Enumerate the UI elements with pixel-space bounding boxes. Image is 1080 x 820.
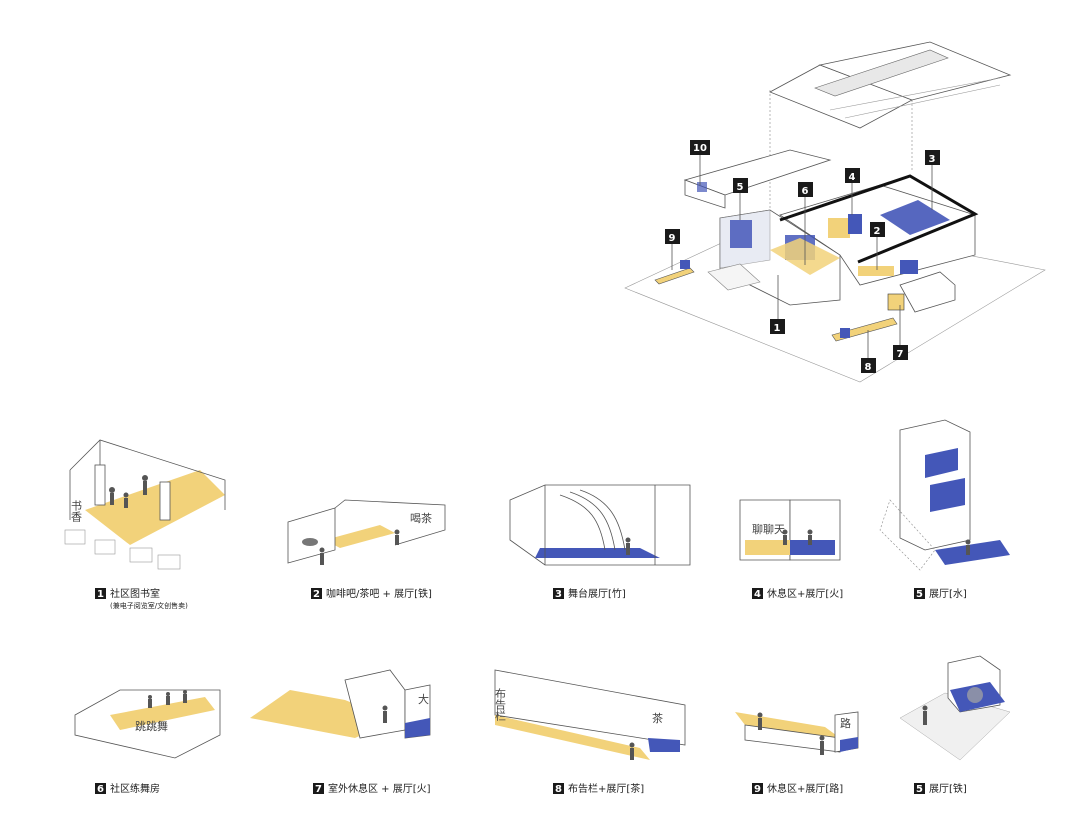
tag-3	[925, 150, 940, 165]
vignette-dance: 跳跳舞	[74, 689, 221, 759]
vignette-stage	[509, 484, 691, 566]
tag-2-text: 2	[874, 226, 881, 237]
svg-text:3: 3	[555, 589, 562, 600]
svg-text:8: 8	[555, 784, 562, 795]
tag-4	[845, 168, 860, 183]
svg-text:2: 2	[313, 589, 320, 600]
roof	[769, 41, 1012, 129]
tag-5-text: 5	[737, 182, 744, 193]
caption-1-sub: (兼电子阅览室/文创售卖)	[110, 601, 188, 610]
notice-sign: 布告栏	[494, 688, 507, 721]
caption-10: 5 展厅[铁]	[914, 782, 967, 795]
tea2-sign: 茶	[652, 712, 663, 725]
tag-9-text: 9	[669, 233, 676, 244]
tag-8-text: 8	[865, 362, 872, 373]
dance-sign: 跳跳舞	[135, 719, 168, 733]
vignette-water	[879, 419, 1010, 571]
svg-text:9: 9	[754, 784, 761, 795]
tag-3-text: 3	[929, 154, 936, 165]
caption-1-text: 社区图书室	[110, 587, 160, 600]
tag-2	[870, 222, 885, 237]
tag-1-text: 1	[774, 323, 781, 334]
tag-9	[665, 229, 680, 244]
caption-9: 9 休息区+展厅[路]	[752, 782, 843, 795]
tag-6	[798, 182, 813, 197]
tag-6-text: 6	[802, 186, 809, 197]
svg-text:5: 5	[916, 589, 923, 600]
caption-5-text: 展厅[水]	[929, 588, 967, 600]
caption-2: 2 咖啡吧/茶吧 + 展厅[铁]	[311, 587, 432, 600]
caption-9-text: 休息区+展厅[路]	[767, 782, 843, 795]
vignette-library: 书香	[64, 439, 226, 570]
main-axonometric: 10 5 6 4 3 2 9 1 8 7	[624, 41, 1046, 383]
caption-7: 7 室外休息区 + 展厅[火]	[313, 782, 431, 795]
vignette-rest: 聊聊天	[739, 499, 841, 561]
tag-5	[733, 178, 748, 193]
svg-text:5: 5	[916, 784, 923, 795]
big-sign: 大	[418, 692, 429, 706]
caption-6-text: 社区练舞房	[110, 782, 160, 795]
caption-3: 3 舞台展厅[竹]	[553, 587, 626, 600]
road-sign: 路	[840, 717, 851, 730]
tag-1	[770, 319, 785, 334]
tea-sign: 喝茶	[410, 512, 432, 525]
vignette-outdoor: 大	[250, 669, 431, 739]
number-tags: 10 5 6 4 3 2 9 1 8 7	[665, 140, 940, 373]
tag-10-text: 10	[693, 143, 707, 154]
vignette-road: 路	[735, 711, 859, 755]
caption-5: 5 展厅[水]	[914, 588, 967, 600]
caption-10-text: 展厅[铁]	[929, 782, 967, 795]
tag-4-text: 4	[849, 172, 856, 183]
chat-sign: 聊聊天	[752, 522, 785, 536]
tag-7	[893, 345, 908, 360]
svg-text:7: 7	[315, 784, 322, 795]
caption-3-text: 舞台展厅[竹]	[568, 587, 626, 600]
caption-6: 6 社区练舞房	[95, 782, 160, 795]
caption-8: 8 布告栏+展厅[茶]	[553, 782, 644, 795]
tag-7-text: 7	[897, 349, 904, 360]
leader-lines	[671, 155, 933, 358]
vignette-notice: 布告栏 茶	[494, 669, 686, 760]
svg-text:4: 4	[754, 589, 761, 600]
caption-2-text: 咖啡吧/茶吧 + 展厅[铁]	[326, 587, 432, 600]
library-sign: 书香	[70, 500, 83, 523]
tag-10	[690, 140, 710, 155]
svg-text:6: 6	[97, 784, 104, 795]
vignette-iron	[899, 655, 1011, 761]
program-volumes	[654, 182, 950, 342]
svg-text:1: 1	[97, 589, 104, 600]
caption-4-text: 休息区+展厅[火]	[767, 587, 843, 600]
tag-8	[861, 358, 876, 373]
caption-8-text: 布告栏+展厅[茶]	[568, 782, 644, 795]
caption-1: 1 社区图书室 (兼电子阅览室/文创售卖)	[95, 587, 188, 610]
caption-4: 4 休息区+展厅[火]	[752, 587, 843, 600]
caption-7-text: 室外休息区 + 展厅[火]	[328, 782, 431, 795]
vignette-cafe: 喝茶	[287, 499, 446, 565]
